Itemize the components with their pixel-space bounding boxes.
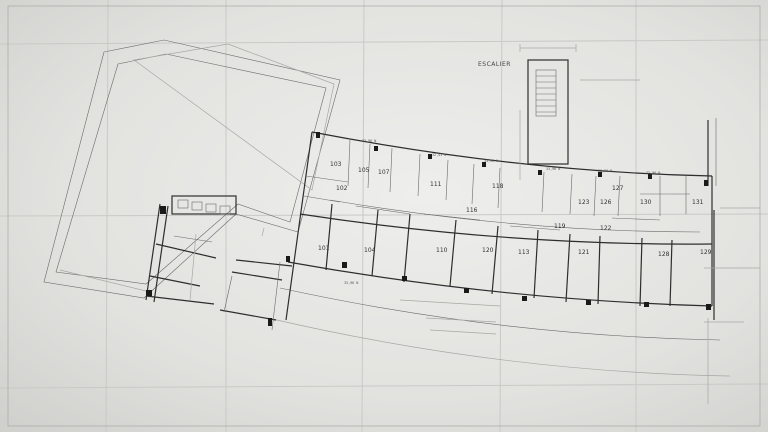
room-128-label: 128 xyxy=(658,251,670,258)
room-120-label: 120 xyxy=(482,247,494,254)
room-118-label: 118 xyxy=(492,183,504,190)
room-113-label: 113 xyxy=(518,249,530,256)
svg-text:33,96 N: 33,96 N xyxy=(546,167,560,171)
svg-text:33,96 N: 33,96 N xyxy=(344,281,358,285)
room-131-label: 131 xyxy=(692,199,704,206)
room-104-label: 104 xyxy=(364,247,376,254)
room-105-label: 105 xyxy=(358,167,370,174)
room-123-label: 123 xyxy=(578,199,590,206)
svg-text:33,96 N: 33,96 N xyxy=(484,159,498,163)
svg-text:32,41 N: 32,41 N xyxy=(432,153,446,157)
room-121-label: 121 xyxy=(578,249,590,256)
room-116-label: 116 xyxy=(466,207,478,214)
sheet-border xyxy=(7,5,761,427)
building-walls xyxy=(267,118,731,404)
room-119-label: 119 xyxy=(554,223,566,230)
room-labels: 103 105 107 102 111 116 118 123 126 127 … xyxy=(318,161,712,258)
room-130-label: 130 xyxy=(640,199,652,206)
svg-text:33,96 N: 33,96 N xyxy=(646,171,660,175)
room-107-label: 107 xyxy=(378,169,390,176)
left-annex xyxy=(145,195,293,331)
structural-pillars xyxy=(146,132,711,326)
room-101-label: 101 xyxy=(318,245,330,252)
room-103-label: 103 xyxy=(330,161,342,168)
hall-outline xyxy=(43,39,341,299)
room-102-label: 102 xyxy=(336,185,348,192)
svg-text:33,96 N: 33,96 N xyxy=(362,139,376,143)
room-129-label: 129 xyxy=(700,249,712,256)
level-markers: 33,96 N 32,41 N 33,96 N 33,96 N 33,96 N … xyxy=(344,139,660,285)
room-110-label: 110 xyxy=(436,247,448,254)
room-122-label: 122 xyxy=(600,225,612,232)
room-111-label: 111 xyxy=(430,181,442,188)
stair-block xyxy=(519,44,577,165)
svg-text:33,96 N: 33,96 N xyxy=(598,169,612,173)
dimension-lines xyxy=(399,79,760,335)
room-126-label: 126 xyxy=(600,199,612,206)
room-127-label: 127 xyxy=(612,185,624,192)
stair-label: ESCALIER xyxy=(478,61,511,68)
